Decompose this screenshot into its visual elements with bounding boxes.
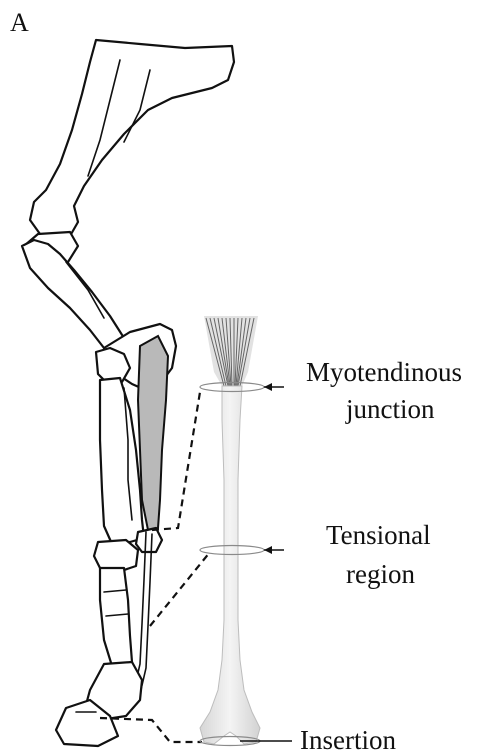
muscle-belly — [138, 336, 168, 530]
label-myotendinous: Myotendinous — [306, 357, 462, 387]
panel-label: A — [10, 8, 29, 37]
label-insertion: Insertion — [300, 725, 396, 753]
arrow-myotendinous — [264, 383, 284, 391]
arrow-tensional — [264, 546, 284, 554]
tendon-body — [200, 386, 260, 744]
label-region: region — [346, 559, 415, 589]
leg-skeleton — [22, 40, 234, 746]
femur-bone — [30, 40, 234, 240]
pastern-bone — [100, 568, 132, 666]
tendon-schematic — [200, 316, 264, 746]
connector-tensional — [150, 552, 210, 626]
label-tensional: Tensional — [326, 520, 431, 550]
label-junction: junction — [345, 394, 435, 424]
